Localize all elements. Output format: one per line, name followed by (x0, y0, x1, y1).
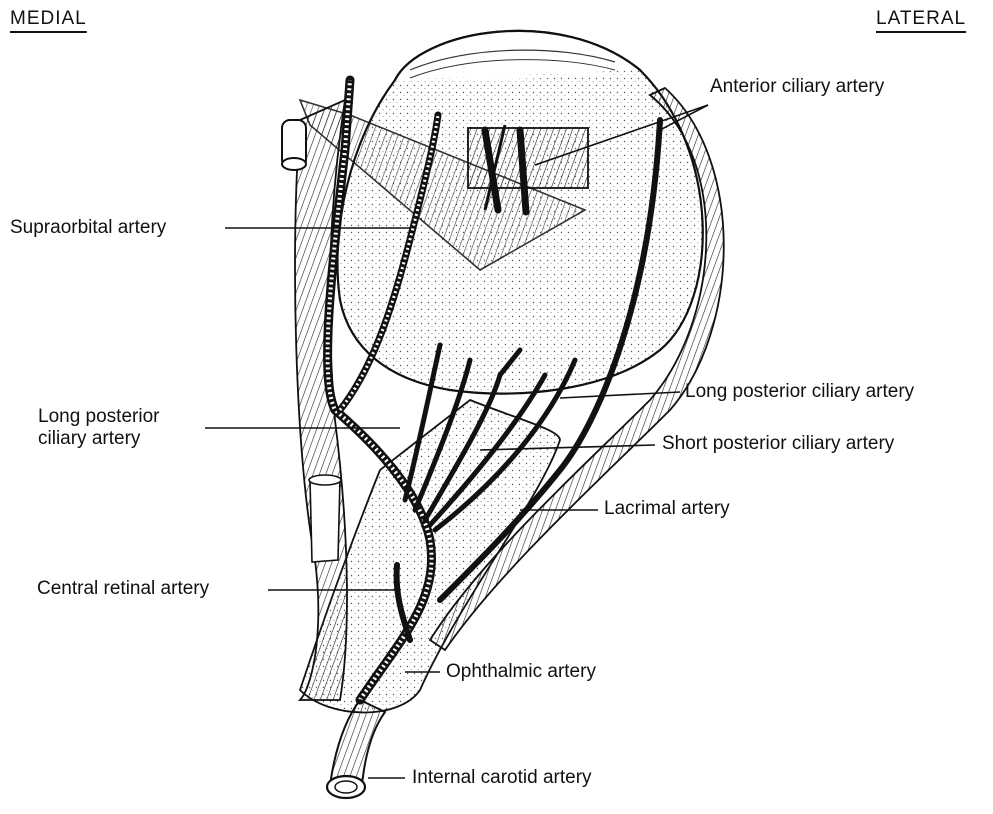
central-retinal-artery-label: Central retinal artery (37, 578, 209, 600)
long-posterior-ciliary-artery-right-label: Long posterior ciliary artery (685, 381, 914, 403)
supraorbital-artery-label: Supraorbital artery (10, 217, 166, 239)
lateral-orientation-label: LATERAL (876, 8, 966, 30)
lacrimal-artery-label: Lacrimal artery (604, 498, 730, 520)
medial-orientation-label: MEDIAL (10, 8, 87, 30)
internal-carotid-artery-label: Internal carotid artery (412, 767, 592, 789)
internal-carotid-vessel (327, 700, 385, 798)
anterior-ciliary-artery-label: Anterior ciliary artery (710, 76, 884, 98)
cut-muscle-stub (309, 475, 341, 562)
long-posterior-ciliary-left-line2: ciliary artery (38, 428, 238, 450)
long-posterior-ciliary-artery-left-label: Long posterior ciliary artery (38, 406, 238, 450)
short-posterior-ciliary-artery-label: Short posterior ciliary artery (662, 433, 894, 455)
long-posterior-ciliary-left-line1: Long posterior (38, 406, 238, 428)
ophthalmic-artery-label: Ophthalmic artery (446, 661, 596, 683)
